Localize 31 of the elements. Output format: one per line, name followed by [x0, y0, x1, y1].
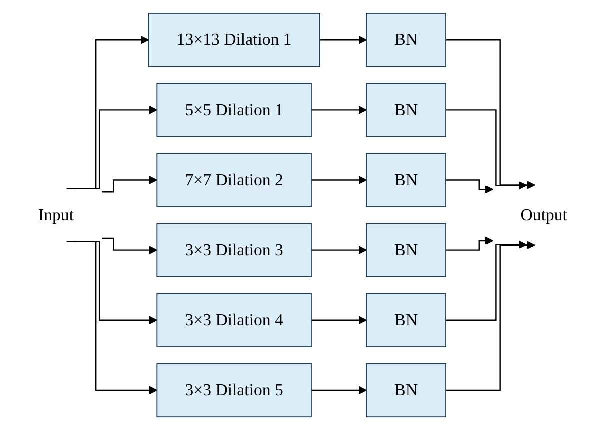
arrow [446, 240, 536, 391]
arrow [446, 39, 536, 190]
arrow [74, 106, 158, 189]
arrow [102, 176, 158, 192]
node-box: 5×5 Dilation 1 [156, 82, 312, 137]
arrow [446, 240, 528, 321]
node-box: 3×3 Dilation 3 [156, 222, 312, 278]
arrow [311, 176, 367, 184]
arrow [102, 238, 158, 254]
node-box: BN [366, 152, 446, 208]
node-box: BN [366, 12, 446, 67]
node-box: BN [366, 293, 446, 348]
arrow [66, 241, 158, 394]
arrow [311, 316, 367, 324]
node-text: Input [38, 205, 74, 224]
arrow [311, 386, 367, 394]
node-box: 3×3 Dilation 5 [156, 363, 312, 418]
arrow [311, 246, 367, 254]
arrow [320, 36, 367, 44]
arrow [446, 179, 494, 194]
node-box: BN [366, 222, 446, 278]
node-box: BN [366, 82, 446, 137]
arrow [446, 236, 494, 251]
arrow [311, 106, 367, 114]
node-box: BN [366, 363, 446, 418]
arrow [66, 36, 150, 189]
node-text: Output [520, 205, 568, 224]
arrow [446, 109, 528, 190]
node-box: 7×7 Dilation 2 [156, 152, 312, 208]
node-box: 13×13 Dilation 1 [148, 12, 320, 67]
node-box: 3×3 Dilation 4 [156, 293, 312, 348]
